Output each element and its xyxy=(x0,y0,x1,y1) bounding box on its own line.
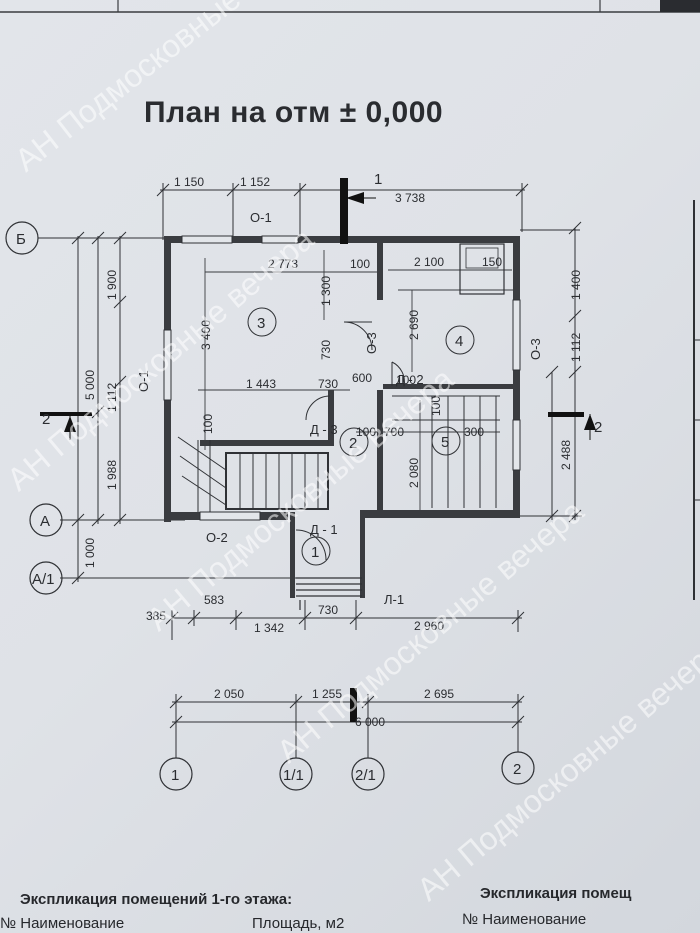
dim-top-1150: 1 150 xyxy=(174,175,204,189)
dim-right-2488: 2 488 xyxy=(559,440,573,470)
dim-2690: 2 690 xyxy=(407,310,421,340)
floor-plan: 1 150 1 152 3 738 2 773 100 2 100 150 3 … xyxy=(5,171,602,791)
right-table-edge xyxy=(693,200,700,600)
axis-a1: А/1 xyxy=(32,571,55,588)
dim-700: 700 xyxy=(384,425,404,439)
label-o3-center: О-3 xyxy=(364,332,379,354)
label-door-1: Д - 1 xyxy=(310,522,338,537)
axis-2-1: 2/1 xyxy=(355,767,376,784)
dim-left-1000: 1 000 xyxy=(83,538,97,568)
label-o1-top: О-1 xyxy=(250,210,272,225)
dim-100: 100 xyxy=(350,257,370,271)
room-number-3: 3 xyxy=(257,315,265,332)
label-door-2: Д - 2 xyxy=(396,372,424,387)
section-mark-2-left: 2 xyxy=(42,411,50,428)
explication-heading-1: Экспликация помещений 1-го этажа: xyxy=(20,891,293,908)
dim-bottom-1255: 1 255 xyxy=(312,687,342,701)
dim-150: 150 xyxy=(482,255,502,269)
dim-room3-height: 3 400 xyxy=(199,320,213,350)
dim-bottom-1342: 1 342 xyxy=(254,621,284,635)
axis-1: 1 xyxy=(171,767,179,784)
dim-left-1112: 1 112 xyxy=(105,383,119,412)
room-number-5: 5 xyxy=(441,434,449,451)
label-o2: О-2 xyxy=(206,530,228,545)
label-o3-right: О-3 xyxy=(528,338,543,360)
dim-bottom-583: 583 xyxy=(204,593,224,607)
dim-bottom-2695: 2 695 xyxy=(424,687,454,701)
section-mark-1: 1 xyxy=(374,171,382,188)
dim-bottom-2050: 2 050 xyxy=(214,687,244,701)
page-top-border xyxy=(0,0,700,13)
explication-col-area: Площадь, м2 xyxy=(252,915,345,932)
dim-left-1900: 1 900 xyxy=(105,270,119,300)
dim-room5-height: 2 080 xyxy=(407,458,421,488)
dim-100-left: 100 xyxy=(201,414,215,434)
dim-100-door: 100 xyxy=(396,373,416,387)
dim-top-1152: 1 152 xyxy=(240,175,270,189)
dim-left-5000: 5 000 xyxy=(83,370,97,400)
axis-b: Б xyxy=(16,231,26,248)
section-mark-2-right: 2 xyxy=(594,419,602,436)
dim-left-1988: 1 988 xyxy=(105,460,119,490)
label-door-3: Д - 3 xyxy=(310,422,338,437)
label-o1-left: О-1 xyxy=(136,370,151,392)
room-number-1: 1 xyxy=(311,544,319,561)
dim-1443: 1 443 xyxy=(246,377,276,391)
explication-section: Экспликация помещений 1-го этажа: Экспли… xyxy=(0,885,700,933)
dim-room4-width: 2 100 xyxy=(414,255,444,269)
axis-1-1: 1/1 xyxy=(283,767,304,784)
dim-100-stair: 100 xyxy=(429,396,443,416)
room-number-4: 4 xyxy=(455,333,463,350)
dim-100-mid: 100 xyxy=(356,425,376,439)
dim-bottom-385: 385 xyxy=(146,609,166,623)
dim-730-vert: 730 xyxy=(319,340,333,360)
dim-730: 730 xyxy=(318,377,338,391)
dim-bottom-6000: 6 000 xyxy=(355,715,385,729)
explication-col-number-name-2: № Наименование xyxy=(462,911,587,928)
dim-600: 600 xyxy=(352,371,372,385)
dim-right-1400: 1 400 xyxy=(569,270,583,300)
room-number-2: 2 xyxy=(349,435,357,452)
explication-col-number-name: № Наименование xyxy=(0,915,125,932)
dim-bottom-730: 730 xyxy=(318,603,338,617)
dim-300: 300 xyxy=(464,425,484,439)
label-stair-l1: Л-1 xyxy=(384,592,404,607)
dim-room3-width: 2 773 xyxy=(268,257,298,271)
dim-top-3738: 3 738 xyxy=(395,191,425,205)
dim-bottom-2960: 2 960 xyxy=(414,619,444,633)
explication-heading-2: Экспликация помещ xyxy=(480,885,632,902)
plan-title: План на отм ± 0,000 xyxy=(144,96,444,129)
axis-2: 2 xyxy=(513,761,521,778)
dim-1300: 1 300 xyxy=(319,276,333,306)
axis-a: А xyxy=(40,513,50,530)
dim-right-1112: 1 112 xyxy=(569,333,583,362)
